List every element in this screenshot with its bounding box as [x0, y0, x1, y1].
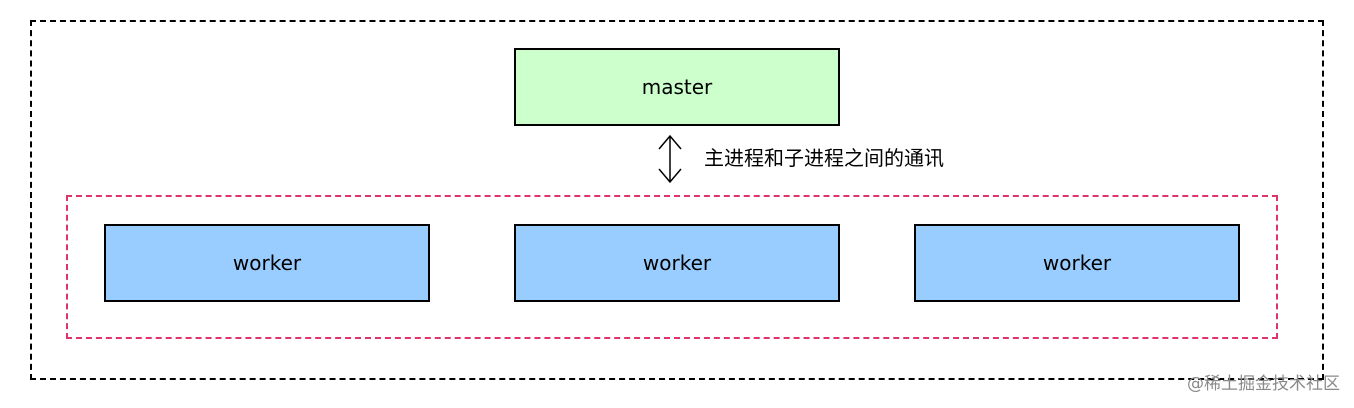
communication-label: 主进程和子进程之间的通讯	[704, 146, 944, 170]
watermark: @稀土掘金技术社区	[1187, 374, 1340, 394]
master-node: master	[514, 48, 840, 126]
worker-label: worker	[642, 251, 712, 275]
master-label: master	[641, 75, 713, 99]
worker-group-frame	[66, 195, 1278, 339]
worker-node: worker	[104, 224, 430, 302]
worker-label: worker	[232, 251, 302, 275]
worker-label: worker	[1042, 251, 1112, 275]
bidirectional-arrow-icon	[658, 134, 682, 184]
worker-node: worker	[914, 224, 1240, 302]
worker-node: worker	[514, 224, 840, 302]
outer-dashed-frame	[30, 20, 1324, 380]
